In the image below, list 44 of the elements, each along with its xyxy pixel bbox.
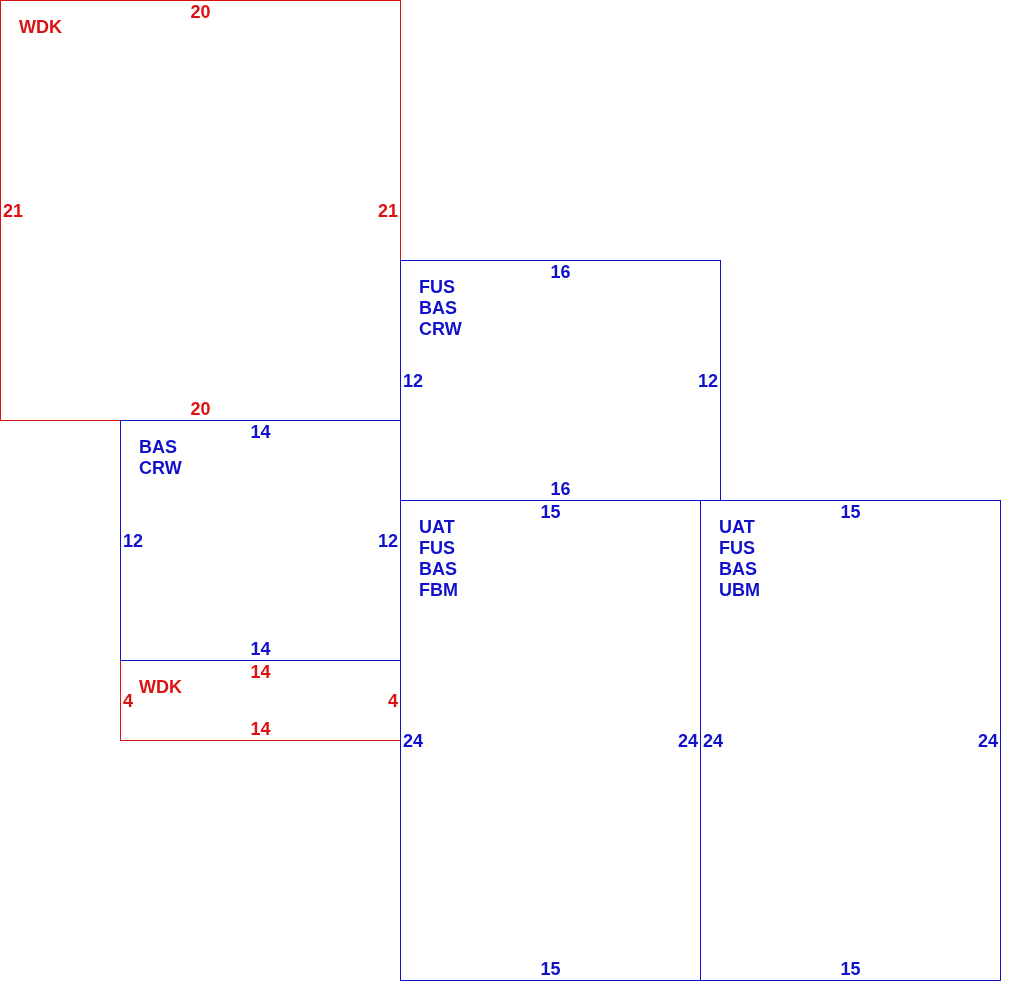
- dimension-label: 16: [550, 479, 571, 499]
- dimension-label: 15: [840, 959, 861, 979]
- room-outline: [120, 420, 401, 661]
- dimension-label: 14: [250, 422, 271, 442]
- dimension-label: 20: [190, 399, 211, 419]
- dimension-label: 15: [540, 502, 561, 522]
- dimension-label: 24: [703, 730, 724, 751]
- dimension-label: 24: [403, 730, 424, 751]
- dimension-label: 4: [123, 690, 133, 711]
- room-code: CRW: [139, 458, 182, 479]
- dimension-label: 24: [677, 730, 698, 751]
- dimension-label: 12: [697, 370, 718, 391]
- room-code: UAT: [719, 517, 756, 538]
- room-outline: [700, 500, 1001, 981]
- dimension-label: 21: [3, 200, 24, 221]
- dimension-label: 21: [377, 200, 398, 221]
- room-code: WDK: [139, 677, 182, 698]
- room-code: BAS: [139, 437, 178, 458]
- room-outline: [0, 0, 401, 421]
- dimension-label: 15: [540, 959, 561, 979]
- room-code: BAS: [719, 559, 758, 580]
- dimension-label: 14: [250, 662, 271, 682]
- room-code: WDK: [19, 17, 62, 38]
- dimension-label: 12: [377, 530, 398, 551]
- room-code: UAT: [419, 517, 456, 538]
- dimension-label: 15: [840, 502, 861, 522]
- dimension-label: 20: [190, 2, 211, 22]
- room-code: FUS: [419, 538, 456, 559]
- dimension-label: 16: [550, 262, 571, 282]
- room-code: FUS: [419, 277, 456, 298]
- dimension-label: 4: [388, 690, 398, 711]
- room-code: FUS: [719, 538, 756, 559]
- room-code: BAS: [419, 559, 458, 580]
- room-code: BAS: [419, 298, 458, 319]
- room-code: CRW: [419, 319, 462, 340]
- room-code: UBM: [719, 580, 760, 601]
- room-outline: [400, 260, 721, 501]
- room-outline: [120, 660, 401, 741]
- dimension-label: 12: [403, 370, 424, 391]
- dimension-label: 24: [977, 730, 998, 751]
- room-code: FBM: [419, 580, 458, 601]
- dimension-label: 14: [250, 639, 271, 659]
- dimension-label: 12: [123, 530, 144, 551]
- dimension-label: 14: [250, 719, 271, 739]
